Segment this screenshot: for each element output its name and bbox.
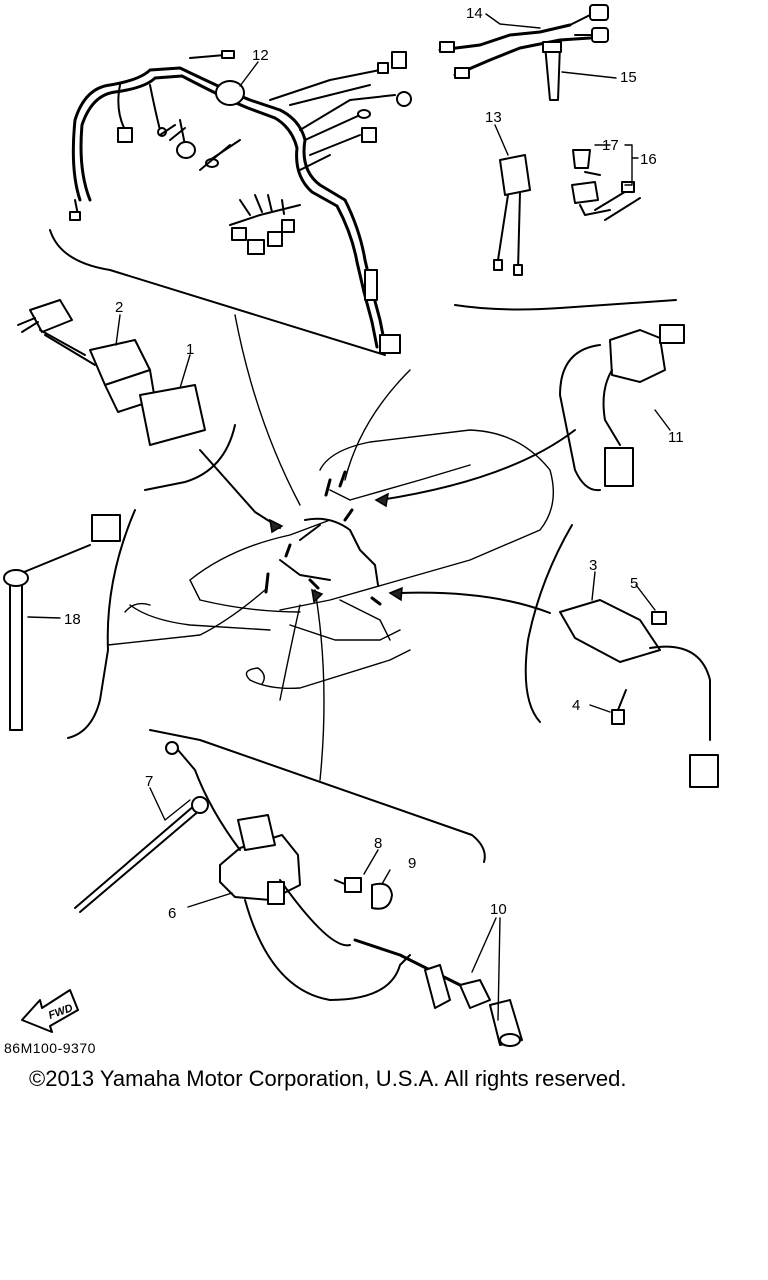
callout-14: 14 [466,5,483,22]
callout-15: 15 [620,69,637,86]
diagram-reference-code: 86M100-9370 [4,1040,96,1056]
callout-16: 16 [640,151,657,168]
panel-outlines [49,229,677,863]
copyright-notice: ©2013 Yamaha Motor Corporation, U.S.A. A… [29,1066,627,1091]
forward-arrow-icon: FWD [21,989,79,1033]
callout-9: 9 [408,855,416,872]
callout-18: 18 [64,611,81,628]
part-6-ignition-coil [165,741,411,1001]
part-1-2-bracket [17,299,206,446]
routing-lines [107,314,576,781]
part-5-nut [651,611,667,625]
callout-1: 1 [186,341,194,358]
part-11-main-switch [602,324,685,487]
part-18-thermo-unit [3,514,121,731]
leader-lines [27,13,671,1021]
callout-13: 13 [485,109,502,126]
callout-6: 6 [168,905,176,922]
part-7-ground-lead [74,796,209,913]
part-10-plug-cap [353,938,523,1047]
part-16-socket-cord [571,149,641,221]
callout-2: 2 [115,299,123,316]
part-12-wire-harness [69,50,412,354]
callout-12: 12 [252,47,269,64]
callout-3: 3 [589,557,597,574]
callout-4: 4 [572,697,580,714]
callout-7: 7 [145,773,153,790]
parts-diagram: FWD 12 14 15 13 17 16 2 1 11 18 3 5 4 7 [3,4,719,1047]
part-8-bolt [334,877,362,893]
callout-8: 8 [374,835,382,852]
callout-11: 11 [668,429,684,446]
callout-labels: 12 14 15 13 17 16 2 1 11 18 3 5 4 7 8 9 … [64,5,684,922]
callout-10: 10 [490,901,507,918]
part-4-bolt [611,689,627,725]
callout-5: 5 [630,575,638,592]
part-3-cdi-unit [559,599,719,788]
part-15-band [542,41,562,101]
snowmobile-body [124,429,555,690]
part-14-lead-wire [438,4,609,79]
part-13-relay [493,154,531,276]
callout-17: 17 [602,137,619,154]
part-9-clamp [371,882,393,910]
